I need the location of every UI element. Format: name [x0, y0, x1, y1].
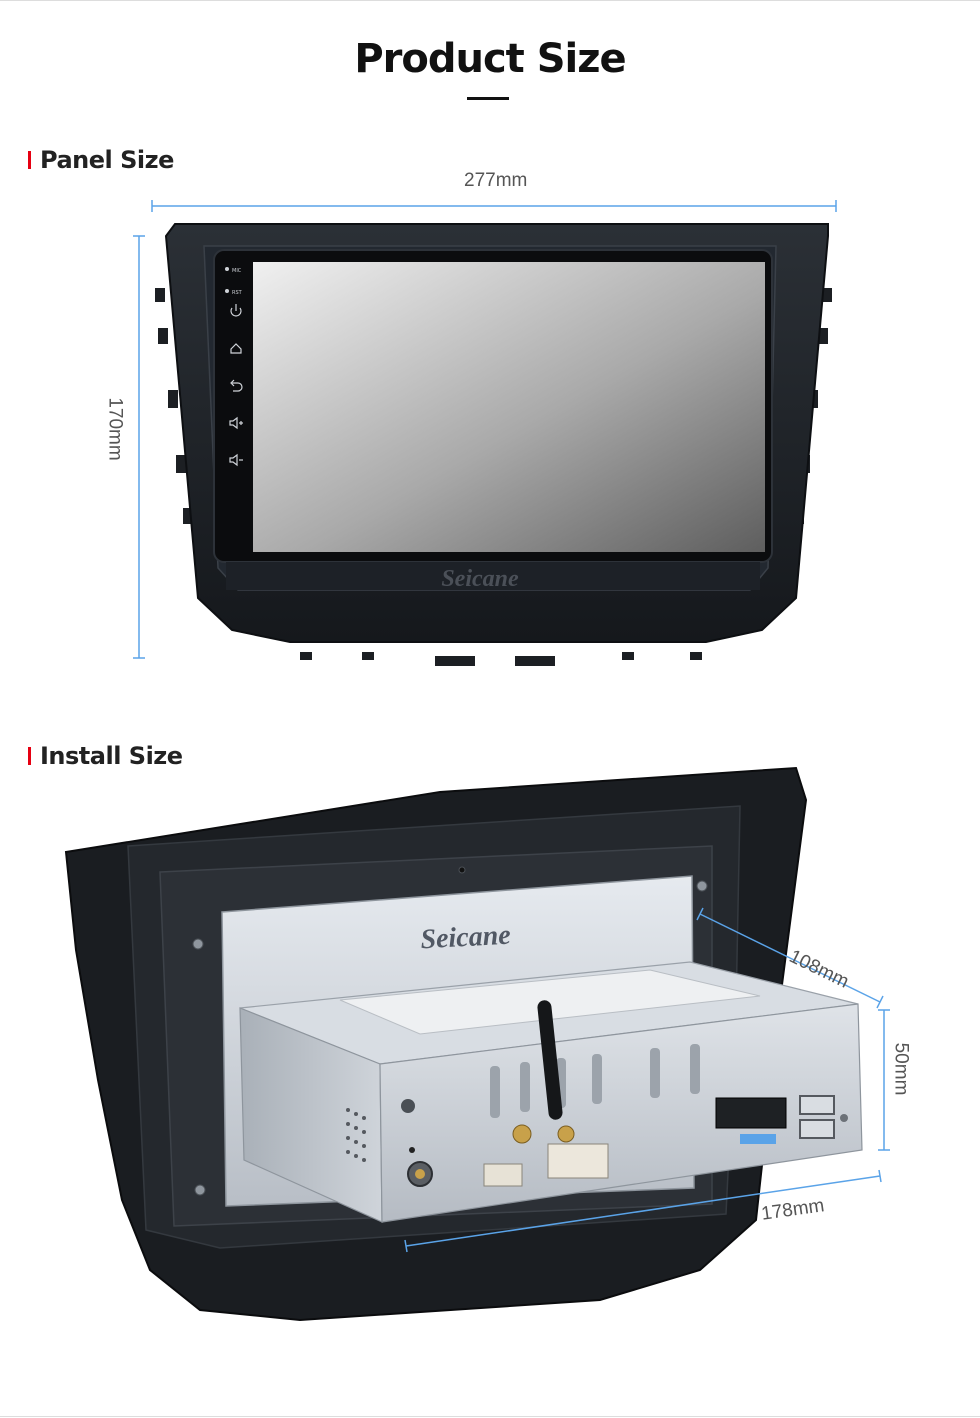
usb-port-upper — [799, 1095, 835, 1115]
head-unit-chin — [226, 562, 760, 590]
heading-accent-bar — [28, 747, 31, 765]
rear-box-sticker — [339, 969, 761, 1035]
install-height-label: 50mm — [890, 1042, 912, 1096]
bottom-divider — [0, 1416, 980, 1417]
install-size-heading: Install Size — [28, 741, 183, 771]
title-underline — [467, 97, 509, 100]
antenna-connector — [512, 1124, 532, 1144]
side-button-column — [225, 267, 243, 467]
rst-label: RST — [232, 290, 243, 296]
harness-connector-small — [483, 1163, 523, 1187]
install-width-dimension-line — [404, 1169, 882, 1253]
rear-screw — [409, 1147, 415, 1153]
panel-height-dimension-line — [133, 235, 145, 659]
panel-width-dimension-line — [151, 200, 837, 212]
mount-hole — [401, 1099, 415, 1113]
panel-illustration: Seicane MIC RST — [133, 200, 837, 666]
heading-accent-bar — [28, 151, 31, 169]
display-screen — [253, 262, 765, 552]
install-size-heading-label: Install Size — [40, 742, 183, 770]
frame-screws — [192, 866, 708, 1196]
top-divider — [0, 0, 980, 1]
panel-size-heading-label: Panel Size — [40, 146, 174, 174]
rear-screw — [840, 1114, 848, 1122]
page-title: Product Size — [354, 36, 626, 82]
fuse — [740, 1134, 776, 1144]
install-brand-logo: Seicane — [420, 920, 512, 956]
install-depth-dimension-line — [696, 907, 884, 1009]
panel-brand-logo: Seicane — [441, 566, 519, 592]
gps-antenna — [537, 1000, 563, 1120]
antenna-connector-2 — [557, 1125, 575, 1143]
rca-socket-pin — [415, 1169, 425, 1179]
iso-connector-block — [715, 1097, 787, 1129]
mic-label: MIC — [232, 268, 242, 274]
panel-size-heading: Panel Size — [28, 145, 174, 175]
side-vents — [346, 1108, 366, 1162]
install-height-dimension-line — [878, 1009, 890, 1151]
panel-width-label: 277mm — [464, 170, 528, 191]
usb-port-lower — [799, 1119, 835, 1139]
harness-connector-large — [547, 1143, 609, 1179]
